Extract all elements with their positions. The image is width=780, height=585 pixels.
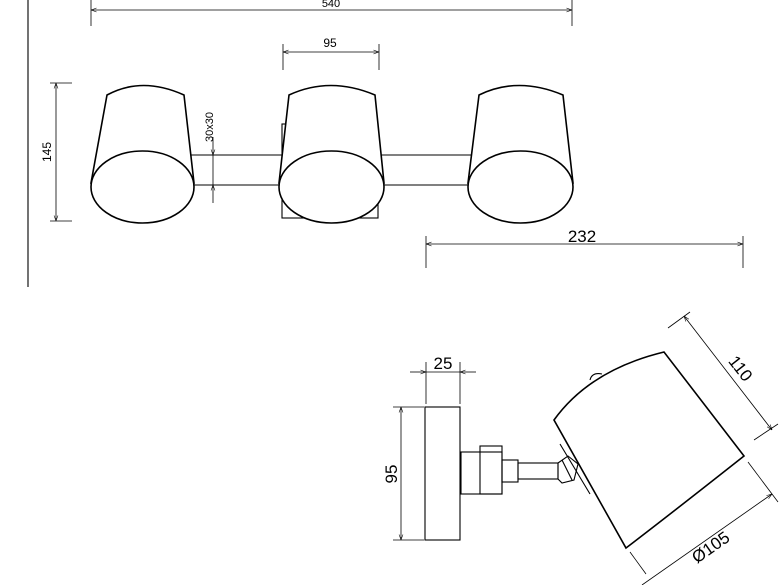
side-view bbox=[424, 351, 746, 550]
dimension-depth: 232 bbox=[425, 227, 744, 268]
label-bar-section: 30x30 bbox=[204, 112, 216, 142]
label-shade-spacing: 95 bbox=[323, 36, 337, 50]
label-shade-diameter: Ø105 bbox=[688, 528, 733, 567]
dimension-bar-section: 30x30 bbox=[202, 112, 228, 203]
shade-center bbox=[278, 84, 385, 224]
side-wall-plate bbox=[424, 406, 461, 541]
shade-left bbox=[90, 84, 195, 224]
label-height: 145 bbox=[40, 142, 54, 162]
dimension-shade-spacing: 95 bbox=[282, 36, 380, 70]
label-plate-thickness: 25 bbox=[434, 354, 453, 373]
dimension-plate-height: 95 bbox=[382, 406, 424, 541]
label-depth: 232 bbox=[568, 227, 596, 246]
dimension-height: 145 bbox=[40, 82, 72, 222]
label-shade-length: 110 bbox=[725, 352, 757, 385]
side-shade bbox=[553, 351, 746, 550]
front-view bbox=[90, 84, 574, 224]
arm bbox=[501, 459, 519, 483]
connector-block bbox=[460, 451, 503, 495]
swivel-joint bbox=[557, 455, 579, 484]
label-plate-height: 95 bbox=[382, 465, 401, 484]
dimension-total-width: 540 bbox=[90, 0, 573, 26]
label-total-width: 540 bbox=[322, 0, 340, 10]
dimension-plate-thickness: 25 bbox=[410, 354, 476, 404]
shade-right bbox=[467, 84, 574, 224]
